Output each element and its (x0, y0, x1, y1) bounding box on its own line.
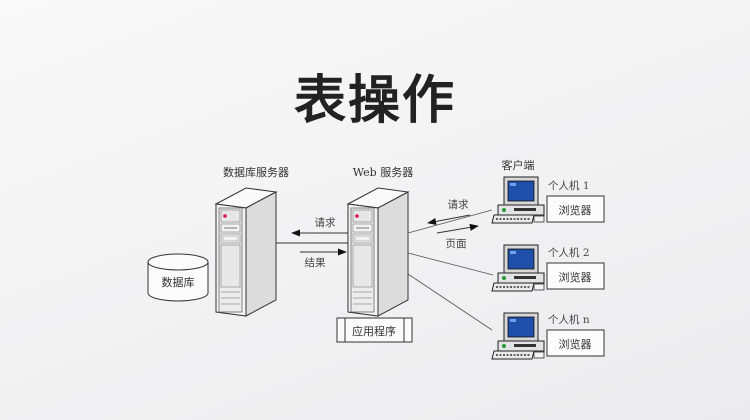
pc-icon (491, 244, 545, 292)
db-server-label: 数据库服务器 (223, 165, 289, 179)
pc-icon (491, 312, 545, 360)
application-box (336, 317, 413, 343)
right-page-label: 页面 (446, 238, 467, 250)
left-request-label: 请求 (315, 216, 336, 229)
database-label: 数据库 (162, 275, 195, 289)
pc-icon (491, 176, 545, 224)
browser-label: 浏览器 (559, 337, 592, 351)
application-label: 应用程序 (352, 324, 396, 338)
left-result-label: 结果 (305, 256, 326, 269)
link-client-1 (407, 209, 493, 234)
browser-box (546, 195, 605, 223)
browser-label: 浏览器 (559, 270, 592, 284)
client-name: 个人机 2 (548, 246, 590, 259)
client-name: 个人机 1 (548, 179, 590, 192)
db-server-icon (215, 187, 277, 317)
page-title: 表操作 (293, 71, 456, 131)
browser-box (546, 262, 605, 290)
request-arrow-right (427, 214, 471, 226)
client-label: 客户端 (502, 158, 535, 172)
browser-box (546, 329, 605, 357)
page-arrow (436, 223, 479, 234)
link-client-n (407, 273, 493, 331)
web-server-icon (347, 187, 409, 317)
web-server-label: Web 服务器 (353, 166, 413, 179)
database-cylinder (147, 253, 209, 302)
link-client-2 (407, 252, 494, 276)
right-request-label: 请求 (448, 198, 469, 211)
browser-label: 浏览器 (559, 203, 592, 217)
client-name: 个人机 n (548, 313, 590, 326)
